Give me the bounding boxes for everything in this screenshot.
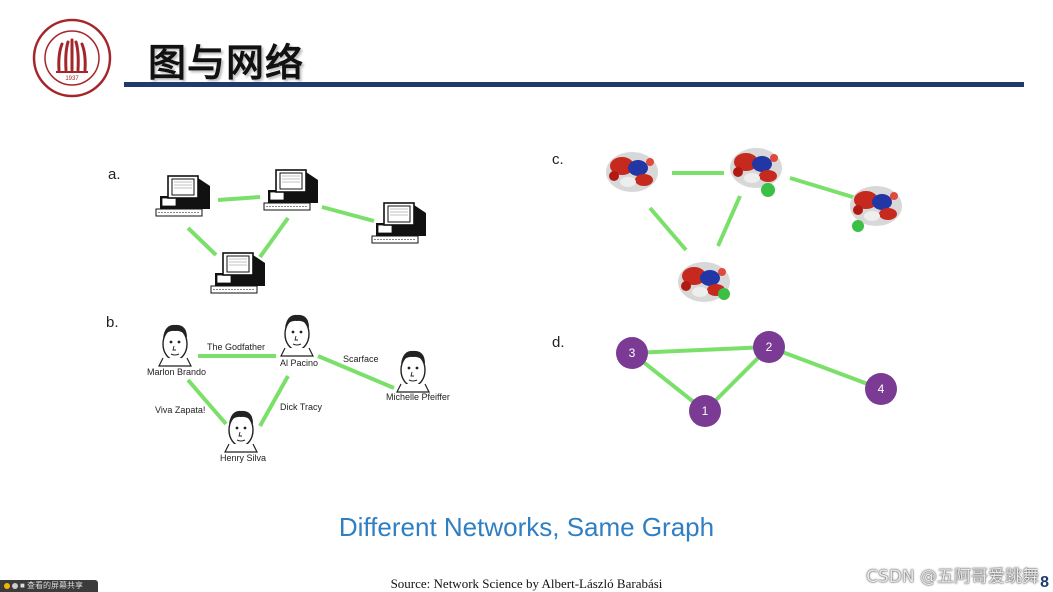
panel-d-graph: 3 2 1 4: [616, 331, 897, 427]
graph-node-1: [689, 395, 721, 427]
screen-share-bar[interactable]: ■ 查看的屏幕共享: [0, 580, 98, 592]
panel-c-network: [606, 148, 902, 302]
edge-c-1-3: [648, 206, 688, 252]
film-label: Viva Zapata!: [155, 405, 205, 415]
svg-text:1937: 1937: [65, 76, 79, 82]
slide-caption: Different Networks, Same Graph: [338, 512, 715, 542]
computer-4: [371, 202, 427, 244]
title-divider: [124, 82, 1024, 87]
protein-2: [730, 148, 782, 188]
portrait-michelle-pfeiffer: [396, 350, 430, 393]
graph-node-label: 2: [766, 340, 773, 354]
csdn-watermark: CSDN @五阿哥爱跳舞: [866, 567, 1039, 587]
graph-node-4: [865, 373, 897, 405]
edge-c-2-4: [789, 176, 857, 200]
university-logo: 1937: [32, 18, 112, 98]
person-label: Al Pacino: [280, 358, 318, 368]
person-label: Marlon Brando: [147, 367, 206, 377]
panel-a-label: a.: [108, 166, 121, 183]
edge-c-2-3: [716, 195, 742, 247]
graph-node-2: [753, 331, 785, 363]
page-title: 图与网络: [148, 41, 305, 85]
portrait-al-pacino: [280, 314, 314, 357]
edge-b-scarface: [317, 354, 395, 390]
computer-2: [263, 169, 319, 211]
graph-node-label: 1: [702, 404, 709, 418]
panel-b-network: Marlon Brando Al Pacino Michelle Pfeiffe…: [147, 314, 450, 463]
computer-1: [155, 175, 211, 217]
film-label: Scarface: [343, 354, 379, 364]
edge-d-3-2: [631, 345, 770, 355]
edge-a-2-4: [321, 205, 375, 223]
source-credit: Source: Network Science by Albert-László…: [390, 576, 663, 591]
graph-node-label: 3: [629, 346, 636, 360]
protein-highlight: [761, 183, 775, 197]
person-label: Michelle Pfeiffer: [386, 392, 450, 402]
user-icon: [4, 582, 10, 589]
panel-d-label: d.: [552, 334, 565, 351]
edge-b-dick-tracy: [258, 375, 290, 427]
graph-node-3: [616, 337, 648, 369]
edge-a-1-2: [217, 195, 261, 202]
portrait-marlon-brando: [158, 324, 192, 367]
protein-1: [606, 152, 658, 192]
film-label: The Godfather: [207, 342, 265, 352]
person-label: Henry Silva: [220, 453, 266, 463]
edge-d-2-4: [768, 345, 882, 391]
mic-icon[interactable]: [12, 582, 18, 589]
screen-share-label: ■ 查看的屏幕共享: [20, 581, 84, 590]
panel-b-label: b.: [106, 314, 119, 331]
page-number: 8: [1040, 574, 1049, 591]
portrait-henry-silva: [224, 410, 258, 453]
protein-4: [850, 186, 902, 226]
panel-c-label: c.: [552, 151, 564, 168]
computer-3: [210, 252, 266, 294]
graph-node-label: 4: [878, 382, 885, 396]
panel-a-network: [155, 169, 427, 294]
edge-a-1-3: [186, 226, 218, 257]
edge-a-2-3: [258, 216, 290, 259]
film-label: Dick Tracy: [280, 402, 323, 412]
protein-highlight: [852, 220, 864, 232]
protein-highlight: [718, 288, 730, 300]
edge-b-viva-zapata: [186, 378, 228, 426]
